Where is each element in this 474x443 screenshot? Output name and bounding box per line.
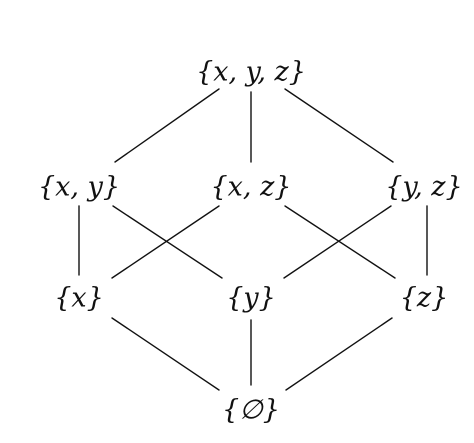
node-xy: {x, y} <box>37 171 121 203</box>
edge-xz-z <box>284 205 396 279</box>
edge-z-empty <box>285 317 393 391</box>
node-yz: {y, z} <box>385 171 463 203</box>
node-y: {y} <box>226 282 276 314</box>
edge-xyz-yz <box>284 88 394 163</box>
node-x: {x} <box>54 282 104 314</box>
edge-x-empty <box>111 317 220 391</box>
node-z: {z} <box>399 282 449 314</box>
edge-yz-y <box>283 205 392 279</box>
edge-xyz-xy <box>114 88 220 163</box>
node-xz: {x, z} <box>210 171 292 203</box>
node-empty: {∅} <box>222 394 280 426</box>
edge-xz-x <box>111 205 220 279</box>
node-xyz: {x, y, z} <box>196 56 306 88</box>
edge-xy-y <box>112 205 223 279</box>
